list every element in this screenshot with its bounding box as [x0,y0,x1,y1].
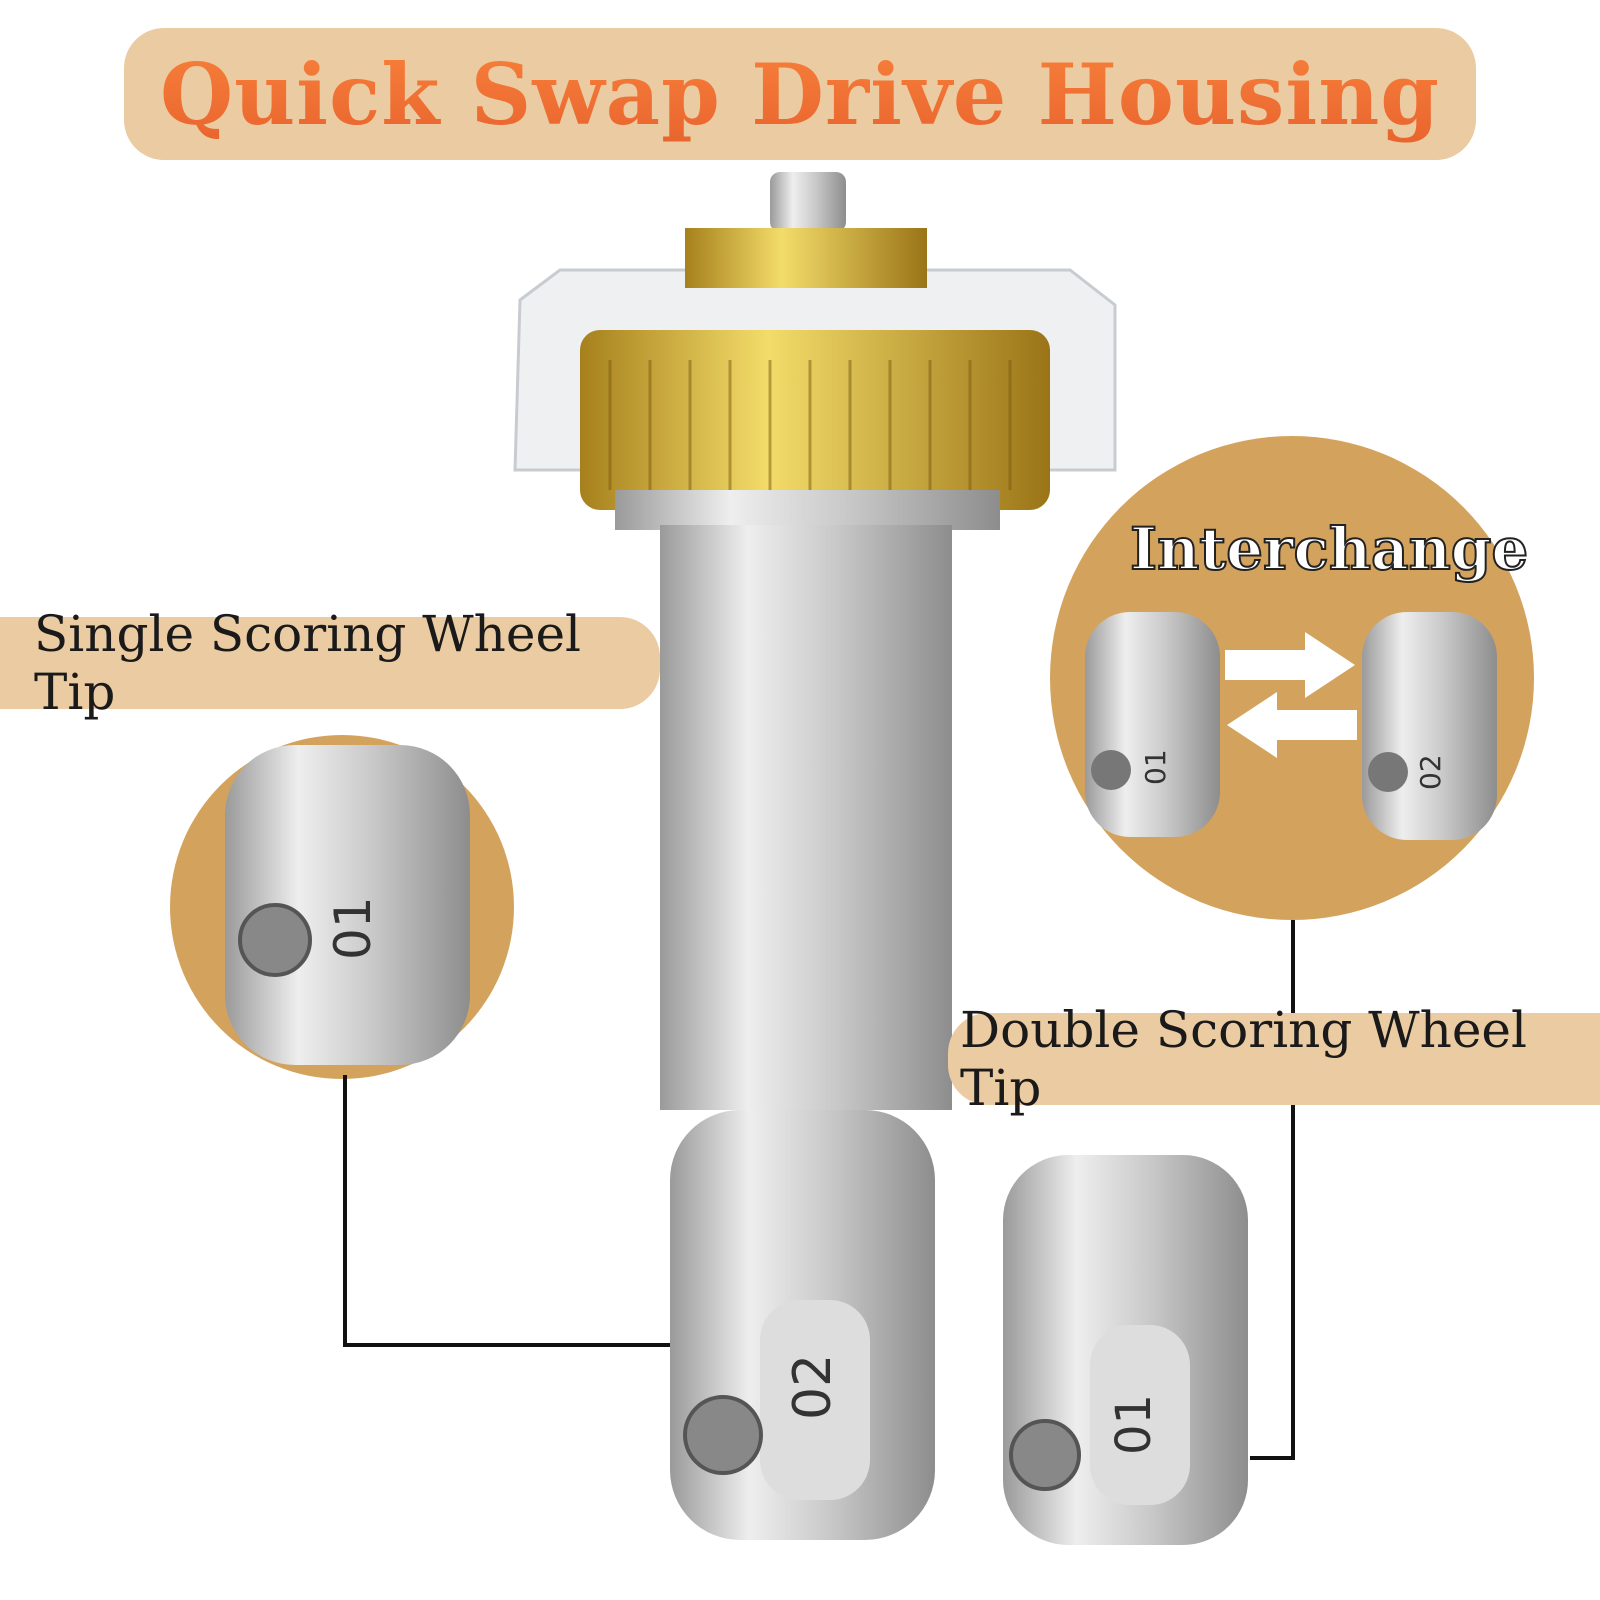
tip-plate-2 [1090,1325,1190,1505]
single-tip-closeup [225,745,470,1065]
single-tip-connector-line [343,1075,760,1347]
arrow-right-icon [1225,632,1355,698]
interchange-tip-01 [1085,612,1220,837]
interchange-label: Interchange [1129,514,1529,584]
arrow-left-icon [1227,692,1357,758]
interchange-tip-02 [1362,612,1497,840]
collar [615,490,1000,530]
double-tip-label: Double Scoring Wheel Tip [960,1001,1527,1117]
tip-number: 01 [1106,1394,1162,1455]
double-tip-banner: Double Scoring Wheel Tip [948,1001,1600,1117]
tip-number: 02 [1414,754,1447,790]
top-pin [770,172,846,232]
gold-gear [580,330,1050,510]
single-tip-label: Single Scoring Wheel Tip [34,605,582,721]
screw-icon [683,1395,763,1475]
tip-number: 01 [324,896,382,960]
title-banner: Quick Swap Drive Housing [124,28,1476,160]
tip-plate [760,1300,870,1500]
screw-icon [1091,750,1131,790]
gold-cap [685,228,927,288]
screw-icon [1368,752,1408,792]
screw-icon [1009,1419,1081,1491]
tip-number: 02 [783,1354,843,1420]
double-tip-connector-line-2 [1250,1105,1295,1460]
screw-icon [238,903,312,977]
housing-body [660,525,952,1110]
title-text: Quick Swap Drive Housing [159,44,1441,144]
tip-number: 01 [1139,749,1172,785]
single-tip-banner: Single Scoring Wheel Tip [0,605,660,721]
